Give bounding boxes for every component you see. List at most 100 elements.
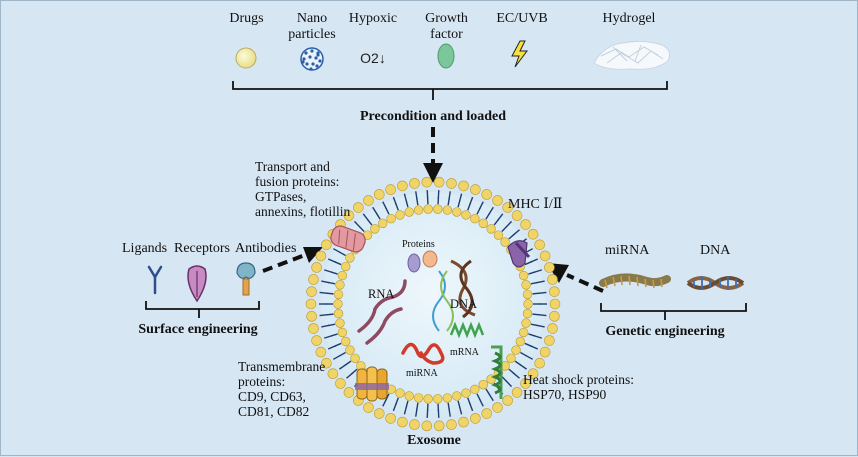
- lipid-head: [307, 287, 317, 297]
- mhc-label: MHC Ⅰ/Ⅱ: [508, 197, 562, 213]
- lipid-head: [522, 319, 531, 328]
- lipid-head: [512, 387, 522, 397]
- lipid-head: [344, 387, 354, 397]
- lipid-head: [443, 206, 452, 215]
- nanoparticle-icon: [301, 48, 323, 71]
- lipid-head: [336, 319, 345, 328]
- inner-dna-label: DNA: [450, 297, 477, 311]
- hypoxic-icon: O2↓: [359, 45, 387, 69]
- precondition-arrow: [423, 127, 443, 183]
- lipid-head: [528, 229, 538, 239]
- lipid-head: [494, 231, 503, 240]
- growth-factor-icon: [438, 44, 454, 68]
- growth-factor-label: Growth factor: [419, 11, 474, 42]
- lipid-head: [338, 328, 347, 337]
- nanoparticle-dot: [310, 49, 313, 52]
- precondition-caption: Precondition and loaded: [333, 109, 533, 125]
- lipid-head: [433, 394, 442, 403]
- lipid-head: [548, 274, 558, 284]
- precondition-bracket: [233, 81, 667, 100]
- lipid-tail: [532, 293, 539, 294]
- lipid-head: [387, 214, 396, 223]
- lipid-head: [363, 195, 373, 205]
- nanoparticle-dot: [301, 60, 304, 63]
- lipid-head: [482, 409, 492, 419]
- drugs-icon: [236, 48, 256, 68]
- antibody-icon: [237, 263, 255, 295]
- lipid-head: [462, 211, 471, 220]
- lipid-head: [334, 309, 343, 318]
- genetic-bracket: [601, 303, 746, 320]
- hydrogel-icon: [594, 41, 670, 69]
- lipid-head: [507, 354, 516, 363]
- lipid-head: [521, 220, 531, 230]
- nanoparticle-dot: [315, 64, 318, 67]
- lipid-tail: [538, 315, 546, 316]
- lipid-head: [405, 208, 414, 217]
- exosome-title: Exosome: [399, 433, 469, 449]
- lipid-head: [341, 337, 350, 346]
- lipid-head: [479, 219, 488, 228]
- lipid-head: [334, 300, 343, 309]
- lipid-head: [424, 394, 433, 403]
- lightning-icon: [512, 41, 527, 67]
- lipid-head: [540, 347, 550, 357]
- hypoxic-label: Hypoxic: [345, 11, 401, 27]
- hypoxic-glyph: O2↓: [360, 50, 386, 66]
- lipid-head: [397, 181, 407, 191]
- lipid-head: [503, 395, 513, 405]
- lipid-tail: [327, 314, 334, 315]
- lipid-head: [470, 185, 480, 195]
- drugs-label: Drugs: [219, 11, 274, 27]
- inner-proteins-label: Proteins: [402, 239, 435, 250]
- lipid-head: [422, 177, 432, 187]
- transport-proteins-label: Transport and fusion proteins: GTPases, …: [255, 159, 350, 219]
- lipid-head: [363, 403, 373, 413]
- lipid-head: [405, 392, 414, 401]
- lipid-head: [308, 324, 318, 334]
- lipid-head: [512, 346, 521, 355]
- lipid-head: [424, 205, 433, 214]
- lipid-tail: [532, 314, 539, 315]
- nanoparticle-dot: [305, 62, 308, 65]
- lipid-head: [351, 354, 360, 363]
- surface-bracket: [146, 301, 259, 318]
- lipid-head: [535, 358, 545, 368]
- nanoparticle-dot: [302, 57, 305, 60]
- lipid-head: [306, 299, 316, 309]
- nanoparticles-label: Nano particles: [284, 11, 340, 42]
- ec-uvb-label: EC/UVB: [491, 11, 553, 27]
- lipid-head: [410, 178, 420, 188]
- lipid-head: [338, 271, 347, 280]
- lipid-head: [414, 394, 423, 403]
- lipid-head: [470, 413, 480, 423]
- mirna-label: miRNA: [605, 243, 649, 259]
- nanoparticle-dot: [304, 51, 307, 54]
- lipid-head: [374, 189, 384, 199]
- lipid-tail: [320, 315, 328, 316]
- lipid-head: [519, 271, 528, 280]
- surface-caption: Surface engineering: [123, 322, 273, 338]
- lipid-head: [334, 290, 343, 299]
- lipid-head: [422, 421, 432, 431]
- lipid-head: [346, 346, 355, 355]
- nanoparticle-dot: [311, 62, 314, 65]
- lipid-head: [462, 389, 471, 398]
- lipid-head: [336, 280, 345, 289]
- nanoparticle-dot: [318, 59, 321, 62]
- lipid-head: [307, 311, 317, 321]
- inner-rna-label: RNA: [368, 287, 394, 301]
- lipid-head: [312, 262, 322, 272]
- protein-blob-2: [423, 251, 437, 267]
- lipid-head: [434, 177, 444, 187]
- lipid-head: [544, 336, 554, 346]
- lipid-head: [414, 206, 423, 215]
- lipid-head: [452, 208, 461, 217]
- lipid-head: [523, 309, 532, 318]
- lipid-head: [524, 300, 533, 309]
- lipid-head: [549, 311, 559, 321]
- lipid-head: [443, 394, 452, 403]
- lipid-head: [519, 328, 528, 337]
- lipid-head: [396, 211, 405, 220]
